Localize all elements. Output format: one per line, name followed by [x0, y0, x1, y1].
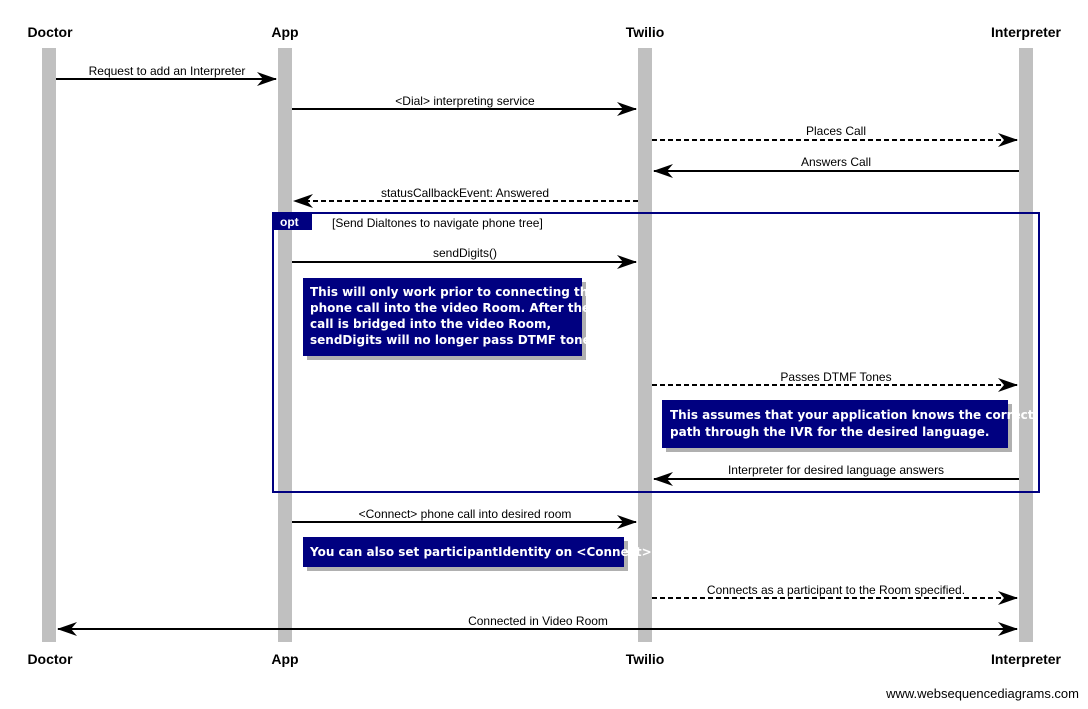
participant-app-bottom: App	[271, 651, 298, 667]
participant-app-top: App	[271, 24, 298, 40]
lifeline-doctor	[42, 48, 56, 642]
message-label-status-callback: statusCallbackEvent: Answered	[381, 186, 549, 200]
note-send-digits-warning	[303, 278, 582, 356]
message-label-request-interpreter: Request to add an Interpreter	[89, 64, 246, 78]
note-2-line-2: path through the IVR for the desired lan…	[670, 425, 989, 439]
opt-frame	[272, 212, 1040, 493]
participant-interpreter-top: Interpreter	[991, 24, 1062, 40]
participant-doctor-bottom: Doctor	[27, 651, 73, 667]
opt-tag-box	[273, 213, 312, 230]
lifeline-interpreter	[1019, 48, 1033, 642]
footer-watermark: www.websequencediagrams.com	[885, 686, 1079, 701]
message-label-send-digits: sendDigits()	[433, 246, 497, 260]
message-label-dial: <Dial> interpreting service	[395, 94, 535, 108]
note-1-line-2: phone call into the video Room. After th…	[310, 301, 590, 315]
message-label-answers-call: Answers Call	[801, 155, 871, 169]
lifeline-twilio	[638, 48, 652, 642]
note-1-line-4: sendDigits will no longer pass DTMF tone…	[310, 333, 598, 347]
participant-interpreter-bottom: Interpreter	[991, 651, 1062, 667]
lifeline-app	[278, 48, 292, 642]
note-1-line-3: call is bridged into the video Room,	[310, 317, 551, 331]
message-label-connected-video-room: Connected in Video Room	[468, 614, 608, 628]
message-label-connect: <Connect> phone call into desired room	[359, 507, 572, 521]
participant-twilio-bottom: Twilio	[626, 651, 665, 667]
message-label-interpreter-answers: Interpreter for desired language answers	[728, 463, 944, 477]
participant-doctor-top: Doctor	[27, 24, 73, 40]
note-participant-identity	[303, 537, 624, 567]
participant-twilio-top: Twilio	[626, 24, 665, 40]
message-label-dtmf: Passes DTMF Tones	[780, 370, 891, 384]
message-label-places-call: Places Call	[806, 124, 866, 138]
opt-condition: [Send Dialtones to navigate phone tree]	[332, 216, 543, 230]
message-label-connects-participant: Connects as a participant to the Room sp…	[707, 583, 965, 597]
note-1-line-1: This will only work prior to connecting …	[310, 285, 596, 299]
opt-tag: opt	[280, 215, 299, 229]
note-3-line-1: You can also set participantIdentity on …	[309, 545, 652, 559]
note-ivr-assumption	[662, 400, 1008, 448]
note-2-line-1: This assumes that your application knows…	[670, 408, 1034, 422]
